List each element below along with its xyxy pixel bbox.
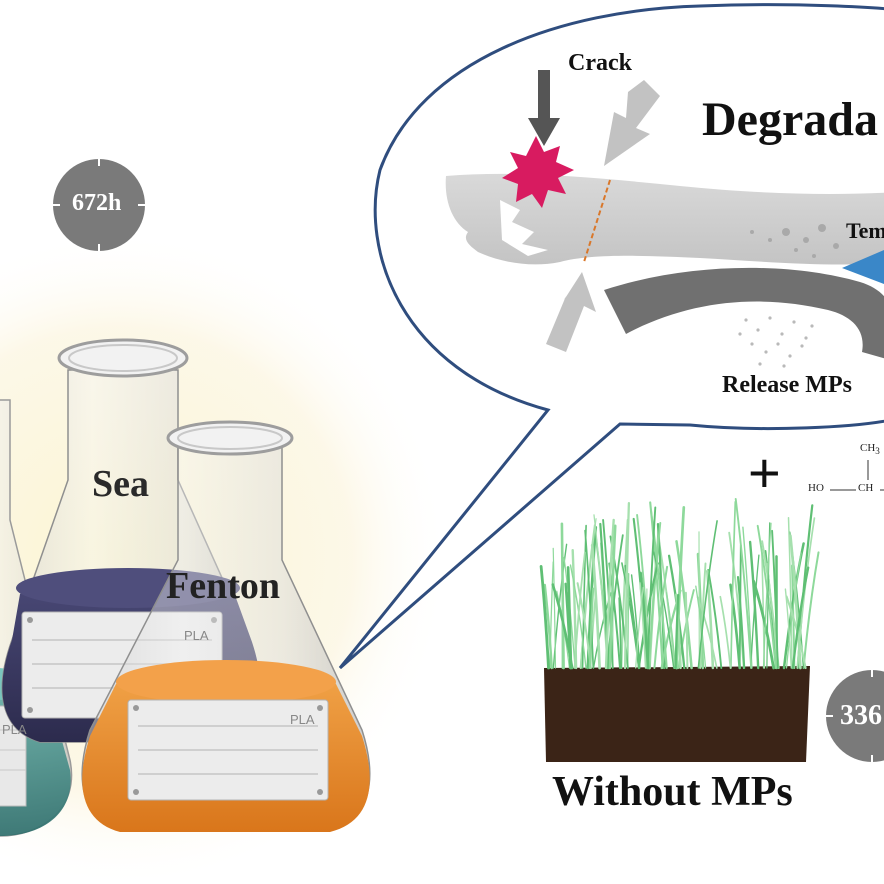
mask-sea-pla: PLA	[184, 628, 209, 643]
release-mps-label: Release MPs	[722, 372, 852, 399]
soil-block	[544, 666, 810, 762]
grass-blade	[686, 593, 688, 668]
chem-bonds	[830, 460, 884, 490]
chem-ho: HO	[808, 482, 824, 494]
degradation-title: Degrada	[702, 92, 878, 147]
grass-blade	[628, 574, 629, 668]
badge-336: 336	[840, 700, 882, 732]
without-mps-label: Without MPs	[552, 768, 793, 816]
mask-fenton-pla: PLA	[290, 712, 315, 727]
chem-ch3-sub: 3	[875, 446, 880, 456]
mask-left-pla: PLA	[2, 722, 27, 737]
temperature-label: Tem	[846, 218, 884, 244]
chem-ch3-text: CH	[860, 442, 875, 454]
badge-672h: 672h	[72, 190, 121, 217]
chem-ch: CH	[858, 482, 873, 494]
fenton-label: Fenton	[166, 564, 280, 608]
grass-blades	[541, 499, 818, 668]
chem-ch3: CH3	[860, 442, 880, 456]
crack-label: Crack	[568, 50, 632, 77]
grass-blade	[720, 597, 730, 668]
plus-sign: +	[748, 440, 781, 505]
sea-label: Sea	[92, 462, 149, 506]
